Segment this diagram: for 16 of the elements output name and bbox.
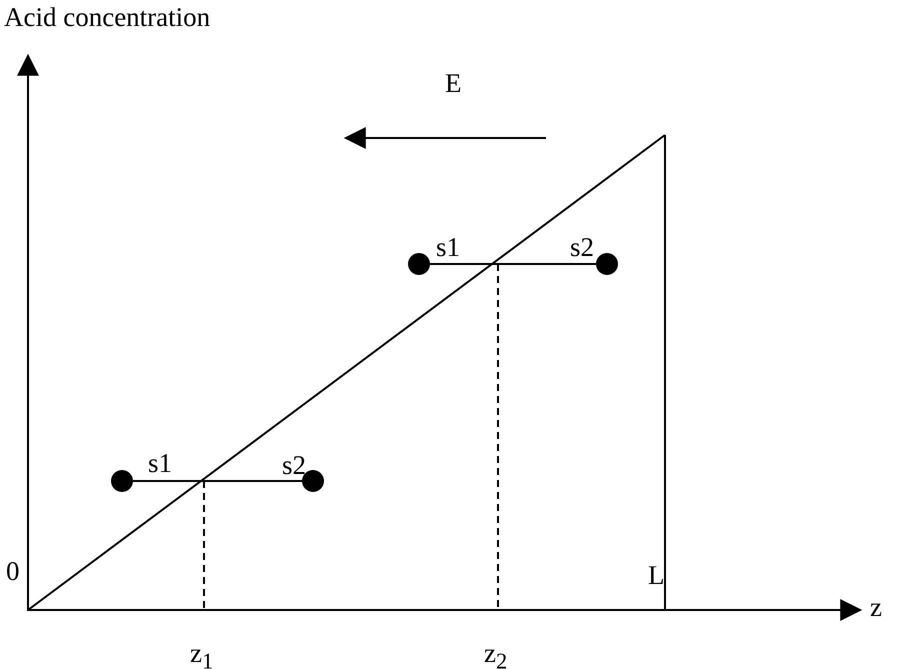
tick-label: z$_{1}$ xyxy=(190,640,214,669)
axis-label: z xyxy=(870,594,882,621)
point-label: s2 xyxy=(570,234,594,261)
axis-label: 0 xyxy=(6,558,20,585)
connector-line xyxy=(430,263,596,265)
dot xyxy=(596,253,618,275)
axis-title: Acid concentration xyxy=(4,4,210,31)
tick-label: z$_{2}$ xyxy=(484,640,508,669)
dot xyxy=(111,470,133,492)
field-label: E xyxy=(445,70,462,97)
point-label: L xyxy=(648,562,664,589)
point-label: s2 xyxy=(282,452,306,479)
connector-line xyxy=(133,480,302,482)
point-label: s1 xyxy=(436,234,460,261)
dot xyxy=(408,253,430,275)
point-label: s1 xyxy=(148,450,172,477)
